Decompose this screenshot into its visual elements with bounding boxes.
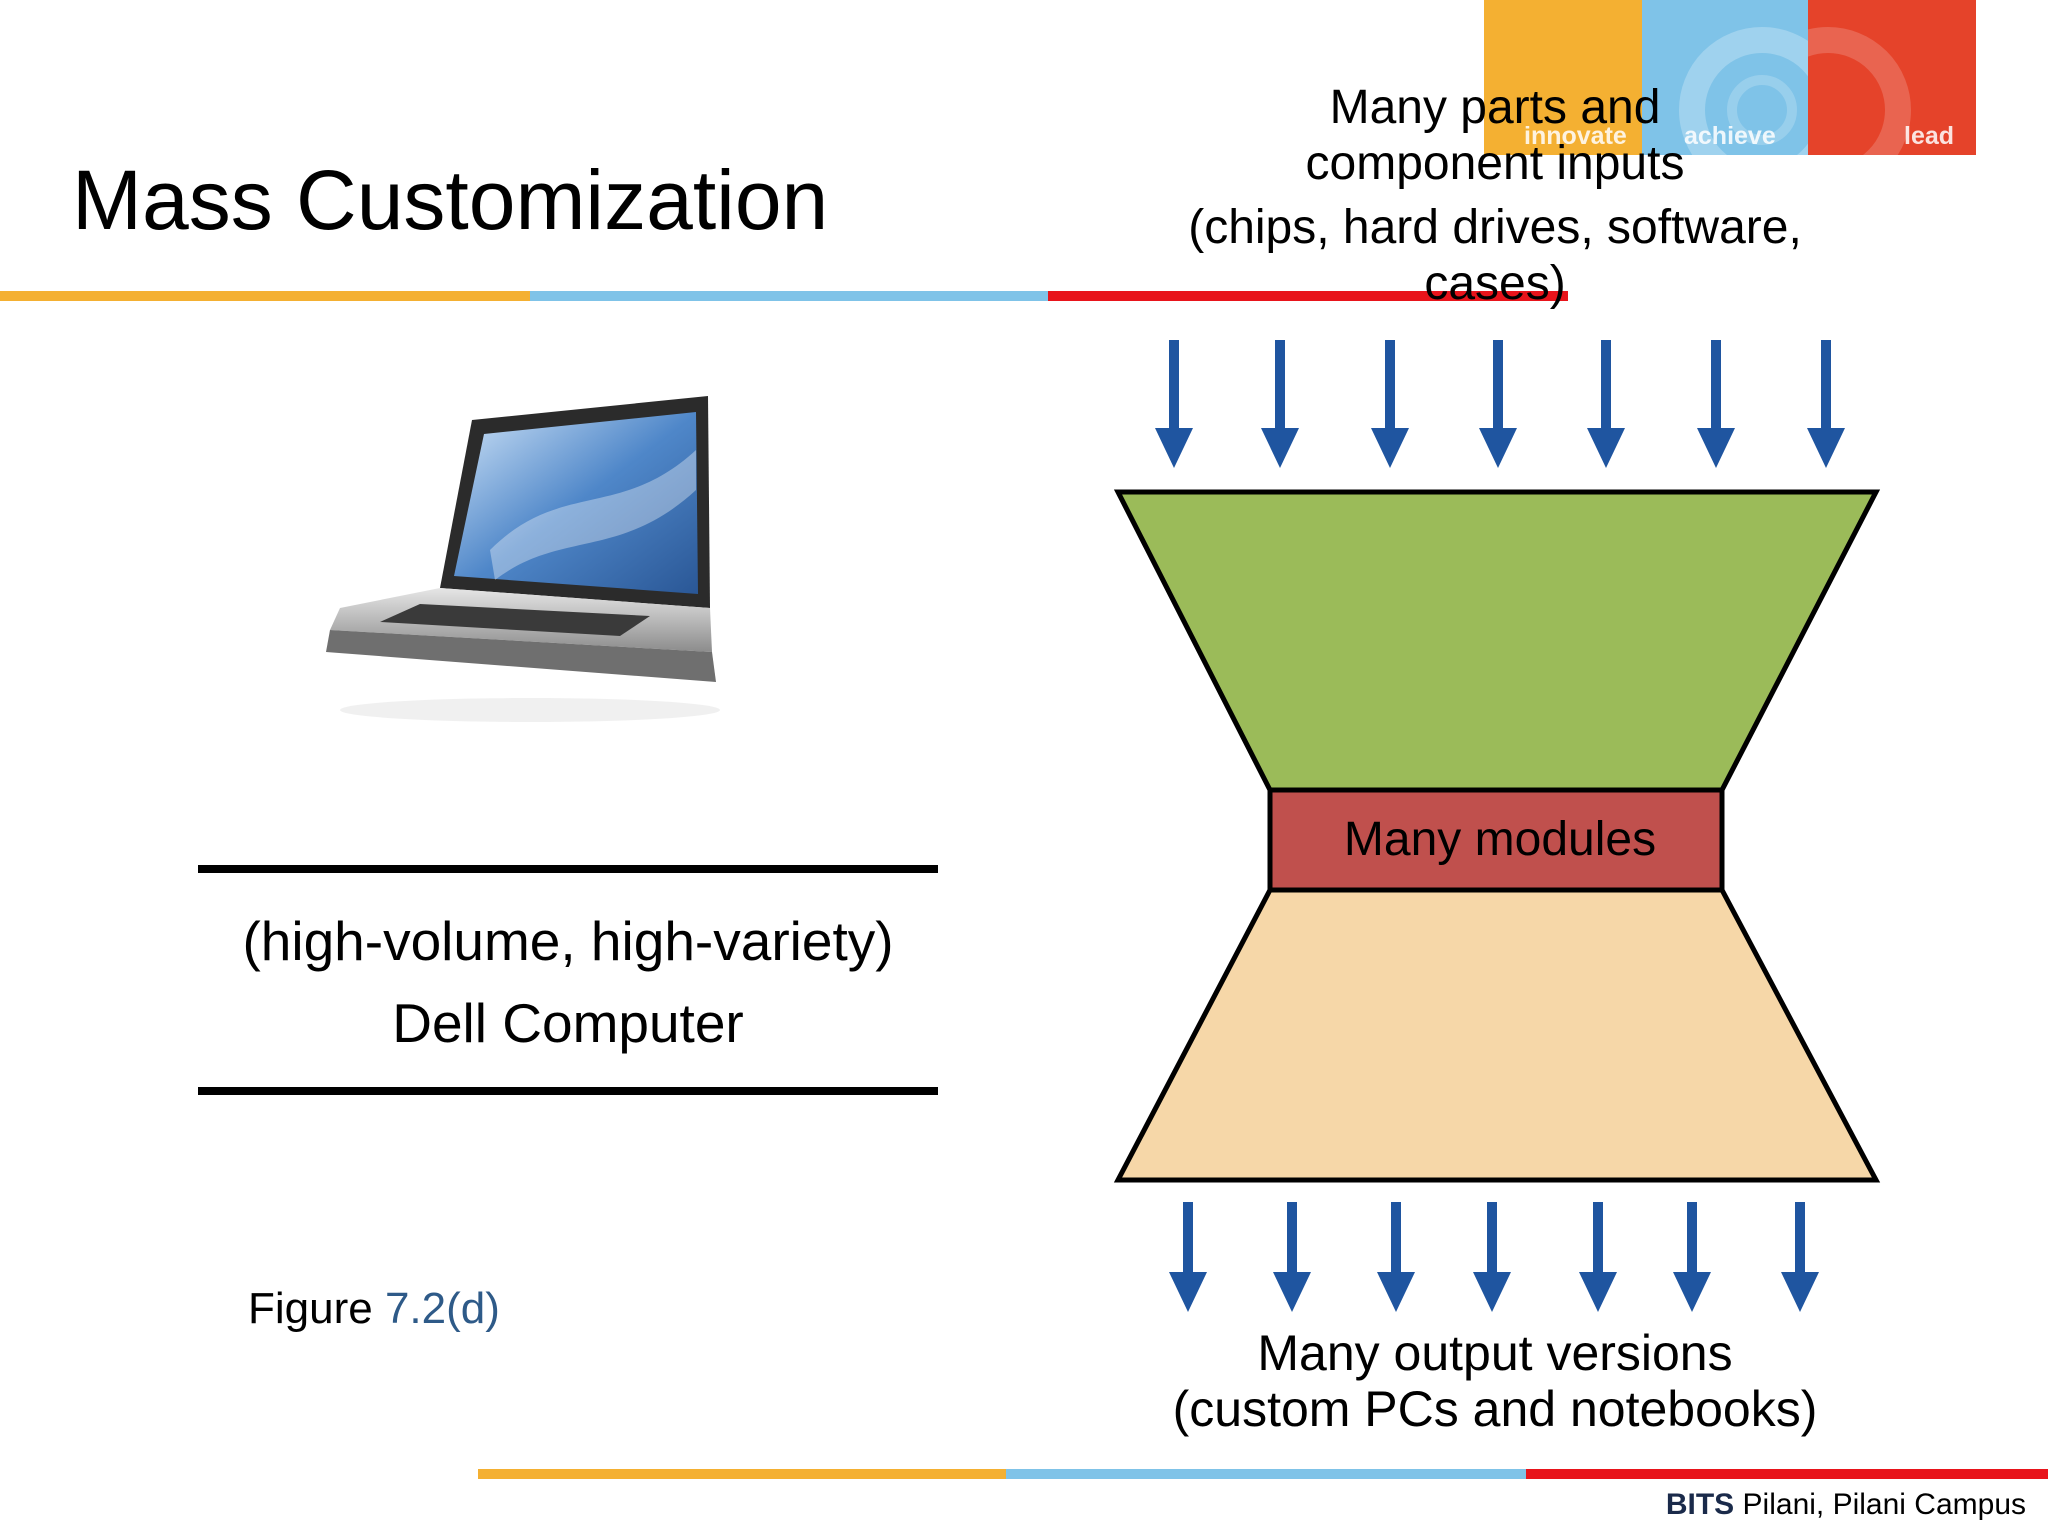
- brand-innovate: innovate: [1484, 0, 1642, 155]
- brand-lead: lead: [1808, 0, 1976, 155]
- footer-bits: BITS: [1665, 1488, 1735, 1521]
- brand-word-achieve: achieve: [1684, 122, 1776, 150]
- down-arrow-icon: [1587, 340, 1625, 468]
- down-arrow-icon: [1579, 1202, 1617, 1312]
- down-arrow-icon: [1261, 340, 1299, 468]
- brand-achieve: achieve: [1642, 0, 1808, 155]
- footer-bar-red: [1526, 1469, 2048, 1479]
- down-arrow-icon: [1807, 340, 1845, 468]
- footer-bar-orange: [478, 1469, 1006, 1479]
- gear-icon: [1808, 27, 1911, 155]
- figure-number: 7.2(d): [384, 1284, 500, 1333]
- title-underline-red: [1048, 291, 1568, 301]
- brand-word-lead: lead: [1904, 122, 1955, 150]
- down-arrow-icon: [1371, 340, 1409, 468]
- volume-variety-label: (high-volume, high-variety): [242, 910, 894, 972]
- slide-title: Mass Customization: [72, 153, 829, 247]
- gear-icon: [1679, 27, 1808, 155]
- input-line-4: cases): [1424, 257, 1566, 310]
- output-trapezoid: [1113, 887, 1881, 1183]
- example-caption: (high-volume, high-variety) Dell Compute…: [198, 900, 938, 1064]
- input-line-2: component inputs: [1305, 137, 1685, 190]
- footer-campus-name: Pilani, Pilani Campus: [1734, 1488, 2026, 1521]
- mass-customization-diagram: Many modules: [1113, 340, 1881, 1312]
- down-arrow-icon: [1697, 340, 1735, 468]
- input-description: Many parts and component inputs (chips, …: [1100, 80, 1890, 312]
- input-arrows: [1155, 340, 1845, 468]
- output-line-1: Many output versions: [1257, 1325, 1733, 1381]
- down-arrow-icon: [1473, 1202, 1511, 1312]
- down-arrow-icon: [1155, 340, 1193, 468]
- input-line-3: (chips, hard drives, software,: [1188, 201, 1802, 254]
- down-arrow-icon: [1377, 1202, 1415, 1312]
- laptop-image: [326, 396, 720, 722]
- figure-label: Figure 7.2(d): [248, 1284, 500, 1334]
- modules-box: [1267, 787, 1725, 893]
- input-line-1: Many parts and: [1329, 81, 1661, 134]
- title-underline-orange: [0, 291, 530, 301]
- title-underline-blue: [530, 291, 1048, 301]
- divider-bottom: [198, 1087, 938, 1095]
- output-line-2: (custom PCs and notebooks): [1172, 1381, 1818, 1437]
- footer-bar-blue: [1006, 1469, 1526, 1479]
- output-description: Many output versions (custom PCs and not…: [1100, 1325, 1890, 1437]
- down-arrow-icon: [1673, 1202, 1711, 1312]
- down-arrow-icon: [1169, 1202, 1207, 1312]
- down-arrow-icon: [1781, 1202, 1819, 1312]
- footer-campus: BITS Pilani, Pilani Campus: [1666, 1488, 2026, 1522]
- down-arrow-icon: [1273, 1202, 1311, 1312]
- modules-label: Many modules: [1344, 813, 1656, 866]
- company-label: Dell Computer: [392, 992, 744, 1054]
- down-arrow-icon: [1479, 340, 1517, 468]
- output-arrows: [1169, 1202, 1819, 1312]
- brand-banner: innovate achieve lead: [1484, 0, 1976, 155]
- input-trapezoid: [1113, 489, 1881, 793]
- brand-word-innovate: innovate: [1524, 122, 1627, 150]
- divider-top: [198, 865, 938, 873]
- figure-prefix: Figure: [248, 1284, 385, 1333]
